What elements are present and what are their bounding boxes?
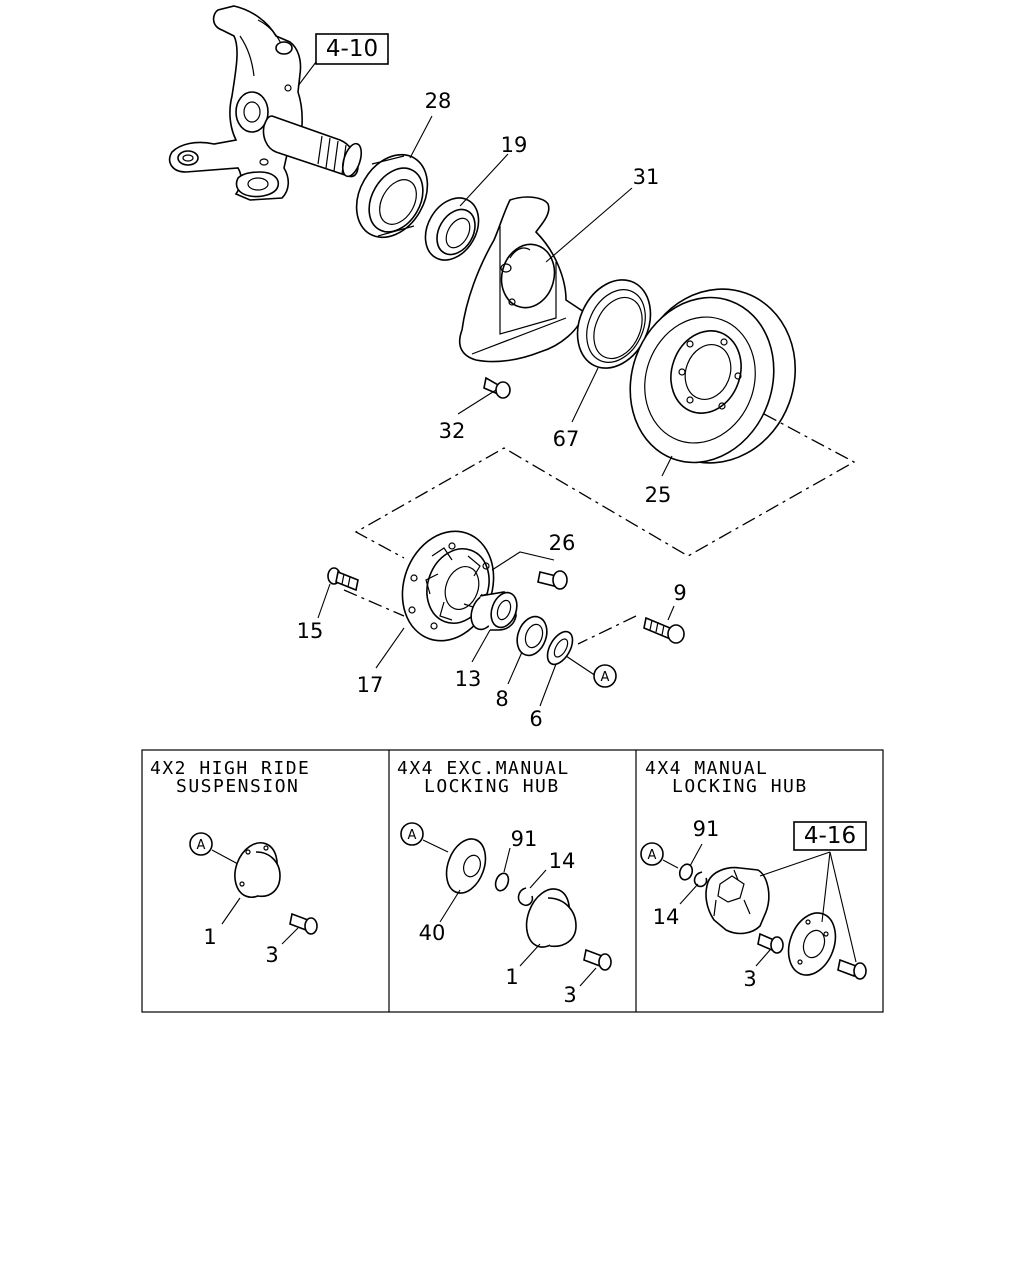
bolt-9 <box>643 616 685 644</box>
panel-2-circle-ref-a <box>400 822 424 846</box>
washer-6 <box>546 630 574 666</box>
panel-3-header-line-2: LOCKING HUB <box>672 776 808 797</box>
panel-2-hub-cap <box>525 888 577 948</box>
wheel-hub-17 <box>401 530 495 642</box>
panel-3-circle-ref-a-text: A <box>648 848 657 863</box>
panel-1-hub-cap <box>234 842 281 898</box>
panel-1-header-line-1: 4X2 HIGH RIDE <box>150 758 310 779</box>
ref-box-4-10 <box>315 33 389 65</box>
ref-box-4-10-text: 4-10 <box>326 36 378 62</box>
panel-1-circle-ref-a-text: A <box>197 838 206 853</box>
label-31: 31 <box>633 165 660 189</box>
panel-2-header-line-2: LOCKING HUB <box>424 776 560 797</box>
panel-2-snap-ring-14 <box>517 887 534 907</box>
panel-2-label-14: 14 <box>549 849 576 873</box>
panel-3-ref-box-4-16 <box>793 821 867 851</box>
label-28: 28 <box>425 89 452 113</box>
panel-2-circle-ref-a-text: A <box>408 828 417 843</box>
label-19: 19 <box>501 133 528 157</box>
label-26: 26 <box>549 531 576 555</box>
steering-knuckle <box>168 5 363 201</box>
label-25: 25 <box>645 483 672 507</box>
panel-2-header-line-1: 4X4 EXC.MANUAL <box>397 758 570 779</box>
panel-2-label-1: 1 <box>505 965 518 989</box>
brake-disc-25 <box>629 288 797 464</box>
panel-3-bolt <box>837 958 867 980</box>
dust-shield-31 <box>458 196 585 363</box>
panel-3-ring-91 <box>678 863 694 881</box>
circle-ref-a-text: A <box>601 670 610 685</box>
seal-8 <box>516 615 548 657</box>
variants-frame <box>141 749 884 1013</box>
panel-2-label-3: 3 <box>563 983 576 1007</box>
panel-2-label-91: 91 <box>511 827 538 851</box>
wheel-stud-15 <box>327 567 359 592</box>
oil-seal-67 <box>576 279 652 369</box>
panel-4x4-manual: 4X4 MANUAL LOCKING HUB 4-16 A <box>640 758 867 991</box>
panel-3-label-14: 14 <box>653 905 680 929</box>
panel-3-bolt-3 <box>757 932 784 954</box>
panel-1-label-3: 3 <box>265 943 278 967</box>
panel-1-circle-ref-a <box>189 832 213 856</box>
inner-bearing-19 <box>424 197 480 261</box>
label-17: 17 <box>357 673 384 697</box>
label-67: 67 <box>553 427 580 451</box>
label-15: 15 <box>297 619 324 643</box>
bolt-26 <box>537 570 568 590</box>
label-8: 8 <box>495 687 508 711</box>
outer-bearing-28 <box>355 153 429 239</box>
panel-3-ref-box-4-16-text: 4-16 <box>804 823 856 849</box>
panel-2-bolt-3 <box>583 948 612 971</box>
label-13: 13 <box>455 667 482 691</box>
panel-3-snap-ring-14 <box>693 871 708 888</box>
circle-ref-a <box>593 664 617 688</box>
panel-3-hub-cover <box>787 912 837 976</box>
panel-3-label-3: 3 <box>743 967 756 991</box>
panel-1-label-1: 1 <box>203 925 216 949</box>
panel-1-bolt-3 <box>289 912 318 935</box>
panel-3-header-line-1: 4X4 MANUAL <box>645 758 768 779</box>
label-9: 9 <box>673 581 686 605</box>
panel-3-locking-hub-body <box>705 866 770 935</box>
panel-4x2-high-ride: 4X2 HIGH RIDE SUSPENSION A 1 3 <box>150 758 318 967</box>
panel-4x4-exc-manual: 4X4 EXC.MANUAL LOCKING HUB A 91 14 40 <box>397 758 612 1007</box>
panel-2-flange-40 <box>445 838 487 894</box>
panel-1-header-line-2: SUSPENSION <box>176 776 299 797</box>
panel-2-ring-91 <box>494 872 510 892</box>
panel-3-circle-ref-a <box>640 842 664 866</box>
panel-2-label-40: 40 <box>419 921 446 945</box>
panel-3-label-91: 91 <box>693 817 720 841</box>
bearing-13 <box>470 591 518 631</box>
label-6: 6 <box>529 707 542 731</box>
label-32: 32 <box>439 419 466 443</box>
